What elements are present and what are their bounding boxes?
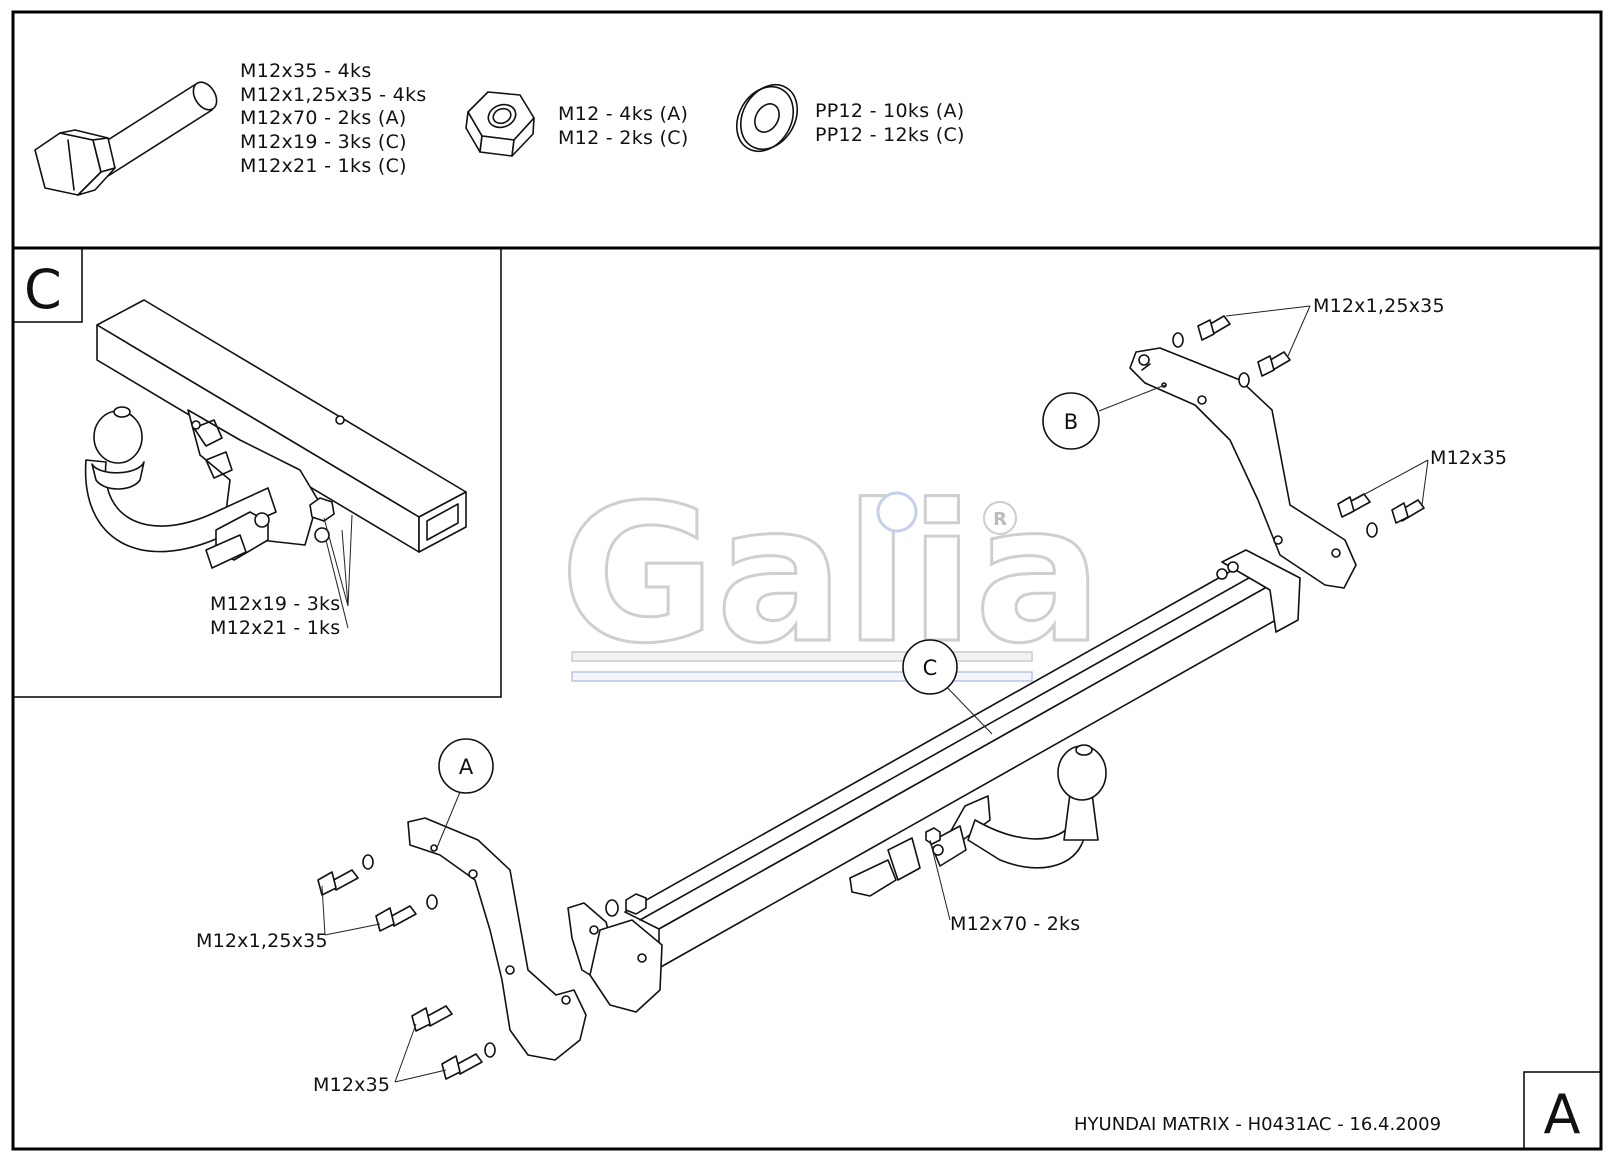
bolts-b-upper xyxy=(1172,315,1291,388)
bolts-a-upper xyxy=(317,854,438,932)
nut-labels: M12 - 4ks (A) M12 - 2ks (C) xyxy=(558,103,689,149)
nut-label-2: M12 - 2ks (C) xyxy=(558,127,689,149)
washer-label-1: PP12 - 10ks (A) xyxy=(815,100,964,122)
watermark-registered-ring xyxy=(983,501,1017,535)
detail-leaders xyxy=(323,514,353,629)
callout-circle-c-label: C xyxy=(923,656,938,680)
bolt-label-4: M12x19 - 3ks (C) xyxy=(240,131,407,153)
detail-c-corner-label: C xyxy=(24,258,62,321)
bolts-b-lower xyxy=(1337,493,1425,538)
washer-labels: PP12 - 10ks (A) PP12 - 12ks (C) xyxy=(815,100,965,146)
callout-center: M12x70 - 2ks xyxy=(950,913,1080,935)
callout-circle-c xyxy=(902,639,958,695)
detail-lock-socket xyxy=(205,511,270,569)
watermark-dot xyxy=(876,491,918,533)
callout-circle-b-label: B xyxy=(1064,410,1078,434)
sheet-letter-box xyxy=(1523,1071,1601,1149)
main-assembly xyxy=(317,315,1425,1080)
detail-callout-2: M12x21 - 1ks xyxy=(210,617,340,639)
side-plate-a xyxy=(407,817,587,1061)
watermark: Galia R xyxy=(559,463,1105,687)
nut-label-1: M12 - 4ks (A) xyxy=(558,103,688,125)
bolt-label-1: M12x35 - 4ks xyxy=(240,60,372,82)
callout-b-upper: M12x1,25x35 xyxy=(1313,295,1445,317)
bolt-label-2: M12x1,25x35 - 4ks xyxy=(240,84,427,106)
sheet-letter: A xyxy=(1544,1083,1581,1146)
callout-b-lower: M12x35 xyxy=(1430,447,1507,469)
detail-c-inset: C xyxy=(13,248,502,698)
main-ball-hitch xyxy=(849,744,1107,897)
detail-receiver-tube xyxy=(96,299,467,553)
tube-left-end-bracket xyxy=(567,893,663,1013)
detail-callout-1: M12x19 - 3ks xyxy=(210,593,340,615)
watermark-brand: Galia xyxy=(560,464,1103,685)
bolt-labels: M12x35 - 4ks M12x1,25x35 - 4ks M12x70 - … xyxy=(240,60,427,177)
callout-circle-a-label: A xyxy=(459,755,474,779)
detail-mount-bracket xyxy=(187,409,319,546)
callout-a-upper: M12x1,25x35 xyxy=(196,930,328,952)
hex-nut-icon xyxy=(465,91,535,157)
bolt-label-3: M12x70 - 2ks (A) xyxy=(240,107,407,129)
washer-icon xyxy=(735,84,799,152)
detail-fasteners xyxy=(191,415,345,543)
parts-list: M12x35 - 4ks M12x1,25x35 - 4ks M12x70 - … xyxy=(34,60,965,196)
side-plate-b xyxy=(1129,347,1357,589)
callout-circle-b xyxy=(1042,392,1100,450)
bolts-a-lower xyxy=(411,1005,496,1080)
tube-right-end-bracket xyxy=(1216,549,1301,633)
watermark-registered: R xyxy=(993,509,1007,530)
hex-bolt-icon xyxy=(34,81,218,196)
watermark-bar-blue xyxy=(571,671,1033,682)
drawing-title: HYUNDAI MATRIX - H0431AC - 16.4.2009 xyxy=(1074,1114,1441,1135)
watermark-bar-grey xyxy=(571,651,1033,662)
callout-leaders xyxy=(321,305,1429,1083)
callout-circle-a xyxy=(438,738,494,794)
washer-label-2: PP12 - 12ks (C) xyxy=(815,124,965,146)
bolt-label-5: M12x21 - 1ks (C) xyxy=(240,155,407,177)
callout-a-lower: M12x35 xyxy=(313,1074,390,1096)
outer-frame xyxy=(11,10,1603,1151)
